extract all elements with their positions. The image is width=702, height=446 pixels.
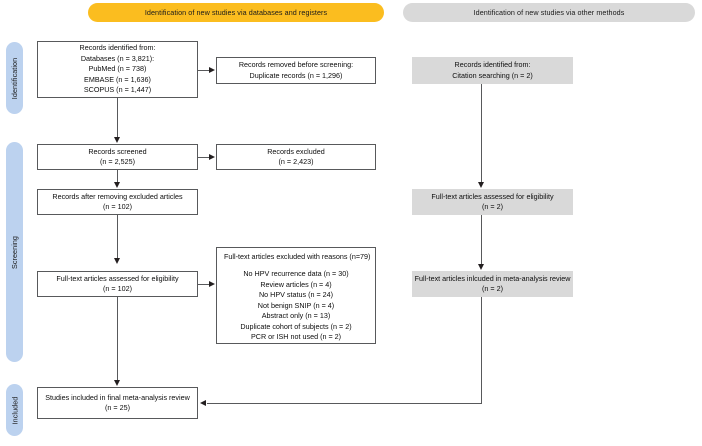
stage-band-screening: Screening xyxy=(6,142,23,362)
stage-band-screening-label: Screening xyxy=(10,235,20,269)
citation-identified-line-2: Citation searching (n = 2) xyxy=(452,70,533,80)
fulltext-excluded-reason-5: Abstract only (n = 13) xyxy=(261,311,331,321)
arrowhead-otherincluded-to-studiesincluded xyxy=(200,399,206,406)
connector-screened-to-excluded xyxy=(198,157,210,158)
banner-databases-registers: Identification of new studies via databa… xyxy=(88,3,384,22)
arrowhead-identified-to-screened xyxy=(114,137,120,143)
stage-band-included-label: Included xyxy=(10,396,20,424)
fulltext-excluded-title: Full-text articles excluded with reasons… xyxy=(224,252,371,261)
connector-otherincluded-horizontal xyxy=(207,403,482,404)
box-records-excluded: Records excluded (n = 2,423) xyxy=(216,144,376,170)
arrowhead-assessed-to-reasons xyxy=(209,280,215,287)
box-fulltext-excluded-reasons: Full-text articles excluded with reasons… xyxy=(216,247,376,344)
records-identified-line-1: Records identified from: xyxy=(79,43,156,53)
connector-screened-to-afterremoving xyxy=(117,170,118,183)
connector-assessed-to-studiesincluded xyxy=(117,297,118,381)
fulltext-excluded-reason-1: No HPV recurrence data (n = 30) xyxy=(243,269,349,279)
records-screened-line-1: Records screened xyxy=(88,146,147,156)
arrowhead-afterremoving-to-assessed xyxy=(114,258,120,264)
records-removed-line-2: Duplicate records (n = 1,296) xyxy=(249,70,343,80)
fulltext-excluded-reason-7: PCR or ISH not used (n = 2) xyxy=(250,332,342,342)
arrowhead-assessed-to-studiesincluded xyxy=(114,380,120,386)
fulltext-excluded-reason-4: Not benign SNIP (n = 4) xyxy=(257,300,335,310)
box-records-screened: Records screened (n = 2,525) xyxy=(37,144,198,170)
box-other-fulltext-assessed: Full-text articles assessed for eligibil… xyxy=(412,189,573,215)
records-identified-line-4: EMBASE (n = 1,636) xyxy=(84,74,151,84)
stage-band-identification: Identification xyxy=(6,42,23,114)
box-other-fulltext-included: Full-text articles inlcuded in meta-anal… xyxy=(412,271,573,297)
other-fulltext-assessed-line-1: Full-text articles assessed for eligibil… xyxy=(431,191,554,201)
connector-afterremoving-to-assessed xyxy=(117,215,118,259)
arrowhead-citation-to-eligibility xyxy=(478,182,484,188)
fulltext-assessed-line-1: Full-text articles assessed for eligibil… xyxy=(56,273,179,283)
studies-included-line-1: Studies included in final meta-analysis … xyxy=(45,392,190,402)
box-fulltext-assessed: Full-text articles assessed for eligibil… xyxy=(37,271,198,297)
arrowhead-screened-to-afterremoving xyxy=(114,182,120,188)
connector-assessed-to-reasons xyxy=(198,284,210,285)
arrowhead-identified-to-removed xyxy=(209,66,215,73)
stage-band-included: Included xyxy=(6,384,23,436)
records-after-removing-line-1: Records after removing excluded articles xyxy=(52,191,183,201)
box-studies-included: Studies included in final meta-analysis … xyxy=(37,387,198,419)
other-fulltext-included-line-1: Full-text articles inlcuded in meta-anal… xyxy=(414,273,571,283)
records-identified-line-5: SCOPUS (n = 1,447) xyxy=(83,85,152,95)
studies-included-line-2: (n = 25) xyxy=(105,403,130,412)
arrowhead-eligibility-to-included xyxy=(478,264,484,270)
box-records-removed: Records removed before screening: Duplic… xyxy=(216,57,376,84)
other-fulltext-assessed-line-2: (n = 2) xyxy=(482,202,503,211)
connector-otherincluded-vertical xyxy=(481,297,482,403)
stage-band-identification-label: Identification xyxy=(10,57,19,99)
connector-citation-to-eligibility xyxy=(481,84,482,183)
records-excluded-line-1: Records excluded xyxy=(267,146,325,156)
box-records-identified: Records identified from: Databases (n = … xyxy=(37,41,198,98)
records-excluded-line-2: (n = 2,423) xyxy=(278,157,314,166)
connector-identified-to-removed xyxy=(198,70,210,71)
records-identified-line-3: PubMed (n = 738) xyxy=(88,64,147,74)
other-fulltext-included-line-2: (n = 2) xyxy=(482,284,503,293)
records-after-removing-line-2: (n = 102) xyxy=(103,202,132,211)
connector-eligibility-to-included xyxy=(481,215,482,265)
fulltext-assessed-line-2: (n = 102) xyxy=(103,284,132,293)
connector-identified-to-screened xyxy=(117,98,118,138)
banner-other-methods: Identification of new studies via other … xyxy=(403,3,695,22)
arrowhead-screened-to-excluded xyxy=(209,153,215,160)
fulltext-excluded-reason-2: Review articles (n = 4) xyxy=(260,279,332,289)
records-screened-line-2: (n = 2,525) xyxy=(100,157,135,166)
box-citation-identified: Records identified from: Citation search… xyxy=(412,57,573,84)
fulltext-excluded-reason-6: Duplicate cohort of subjects (n = 2) xyxy=(240,321,352,331)
records-identified-line-2: Databases (n = 3,821): xyxy=(80,53,155,63)
citation-identified-line-1: Records identified from: xyxy=(454,60,531,70)
records-removed-line-1: Records removed before screening: xyxy=(238,60,354,70)
box-records-after-removing: Records after removing excluded articles… xyxy=(37,189,198,215)
fulltext-excluded-reason-3: No HPV status (n = 24) xyxy=(258,290,334,300)
